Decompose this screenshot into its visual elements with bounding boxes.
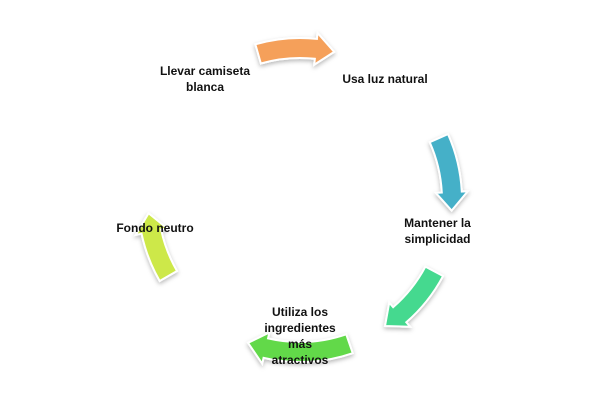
arrow-luz-to-simplicidad bbox=[428, 132, 471, 213]
step-label-utiliza-los-ingredientes: Utiliza los ingredientes más atractivos bbox=[264, 305, 336, 367]
arrow-ingredientes-to-fondo bbox=[246, 330, 355, 367]
step-label-llevar-camiseta-blanca: Llevar camiseta blanca bbox=[159, 64, 251, 94]
arrow-simplicidad-to-ingredientes bbox=[383, 265, 445, 328]
step-label-usa-luz-natural: Usa luz natural bbox=[342, 72, 428, 86]
step-label-fondo-neutro: Fondo neutro bbox=[116, 221, 194, 235]
step-label-mantener-la-simplicidad: Mantener la simplicidad bbox=[404, 216, 471, 246]
arrow-camiseta-to-luz bbox=[254, 30, 336, 67]
arrow-fondo-to-camiseta bbox=[133, 211, 179, 283]
